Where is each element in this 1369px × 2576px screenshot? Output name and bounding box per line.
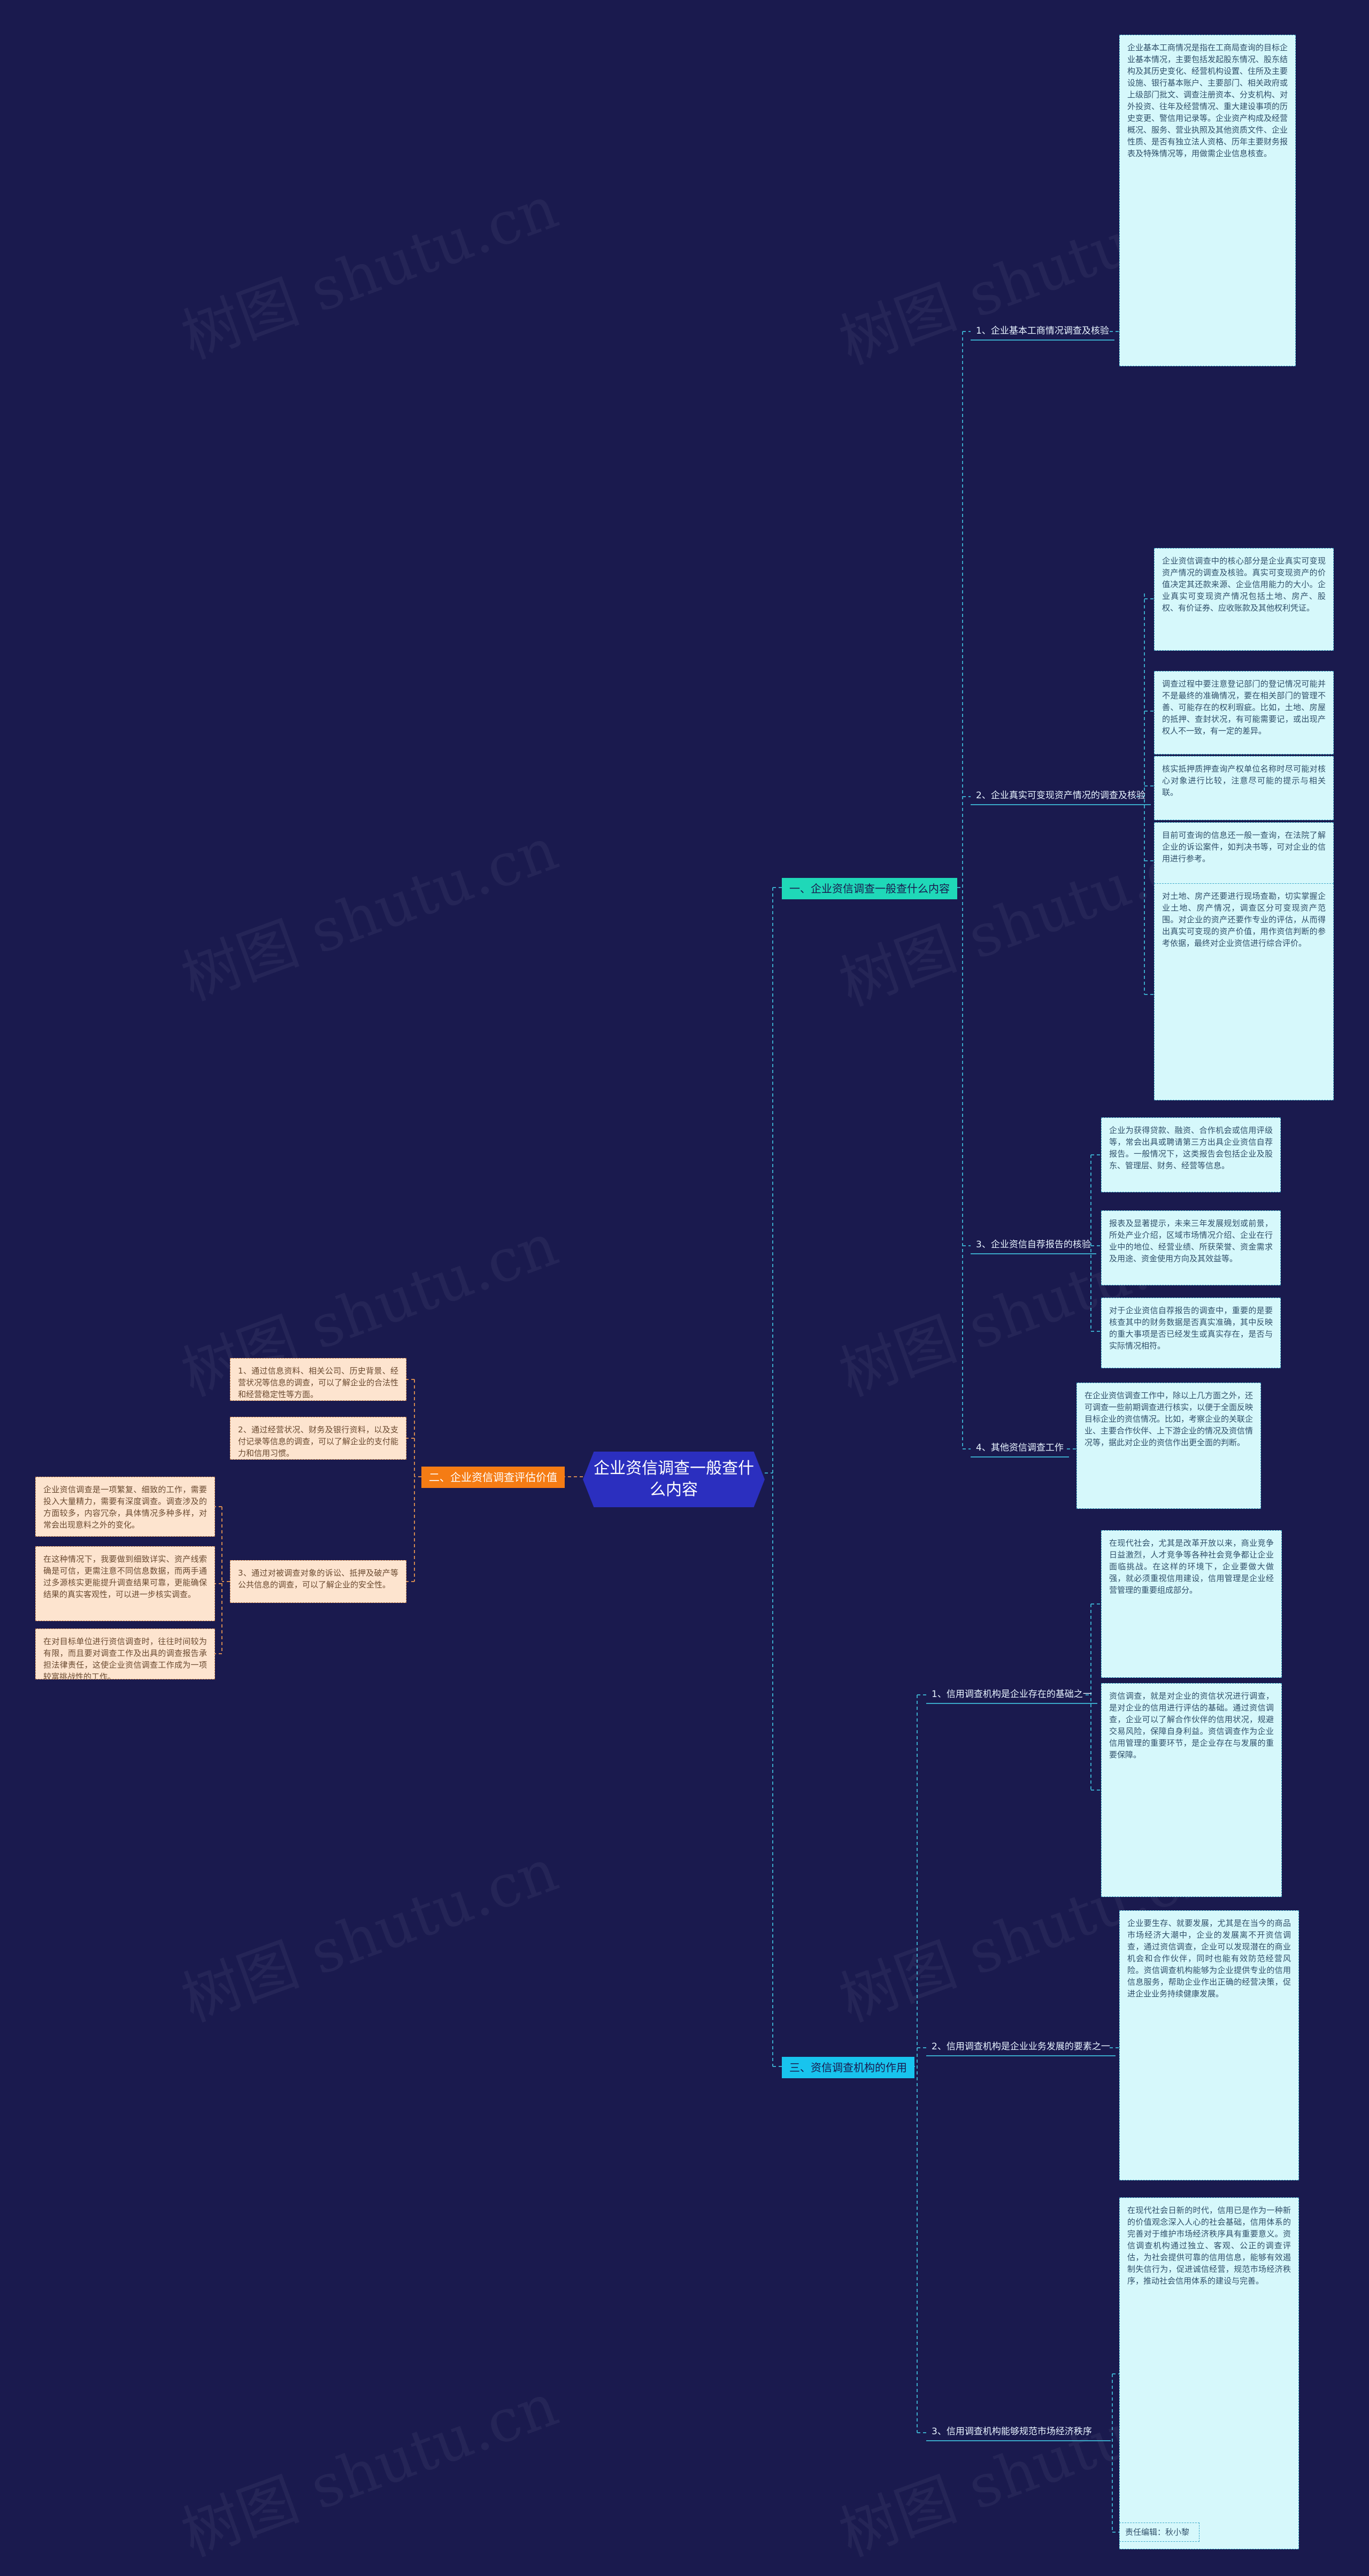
leaf-value-3: 3、通过对被调查对象的诉讼、抵押及破产等公共信息的调查，可以了解企业的安全性。 [230,1560,406,1603]
root-topic[interactable]: 企业资信调查一般查什么内容 [583,1452,765,1507]
subtopic-real-assets[interactable]: 2、企业真实可变现资产情况的调查及核验 [971,787,1151,805]
leaf-credit-basis-2: 资信调查，就是对企业的资信状况进行调查，是对企业的信用进行评估的基础。通过资信调… [1101,1683,1282,1897]
subtopic-other-work[interactable]: 4、其他资信调查工作 [971,1439,1069,1457]
leaf-value-left-2: 在这种情况下，我要做到细致详实、资产线索确是可信，更需注意不同信息数据，而两手通… [35,1546,215,1621]
leaf-real-assets-5: 对土地、房产还要进行现场查勘，切实掌握企业土地、房产情况，调查区分可变现资产范围… [1154,883,1334,1100]
subtopic-credit-basis[interactable]: 1、信用调查机构是企业存在的基础之一 [926,1686,1097,1704]
leaf-business-growth-1: 企业要生存、就要发展，尤其是在当今的商品市场经济大潮中，企业的发展离不开资信调查… [1119,1910,1299,2180]
branch-topic-content[interactable]: 一、企业资信调查一般查什么内容 [782,878,957,899]
leaf-value-left-1: 企业资信调查是一项繁复、细致的工作，需要投入大量精力，需要有深度调查。调查涉及的… [35,1477,215,1537]
editor-credit: 责任编辑：秋小黎 [1119,2523,1199,2542]
leaf-value-1: 1、通过信息资料、相关公司、历史背景、经营状况等信息的调查，可以了解企业的合法性… [230,1358,406,1401]
leaf-self-report-1: 企业为获得贷款、融资、合作机会或信用评级等，常会出具或聘请第三方出具企业资信自荐… [1101,1117,1281,1192]
leaf-real-assets-2: 调查过程中要注意登记部门的登记情况可能并不是最终的准确情况，要在相关部门的管理不… [1154,671,1334,754]
subtopic-self-report[interactable]: 3、企业资信自荐报告的核验 [971,1236,1096,1254]
subtopic-basic-info[interactable]: 1、企业基本工商情况调查及核验 [971,322,1114,341]
leaf-other-work-1: 在企业资信调查工作中，除以上几方面之外，还可调查一些前期调查进行核实，以便于全面… [1076,1383,1261,1509]
subtopic-business-growth[interactable]: 2、信用调查机构是企业业务发展的要素之一 [926,2038,1116,2056]
branch-topic-value[interactable]: 二、企业资信调查评估价值 [421,1467,565,1488]
branch-topic-agency[interactable]: 三、资信调查机构的作用 [782,2057,914,2078]
leaf-self-report-3: 对于企业资信自荐报告的调查中，重要的是要核查其中的财务数据是否真实准确，其中反映… [1101,1298,1281,1368]
leaf-market-order-1: 在现代社会日新的时代，信用已是作为一种新的价值观念深入人心的社会基础，信用体系的… [1119,2197,1299,2549]
leaf-value-left-3: 在对目标单位进行资信调查时，往往时间较为有限，而且要对调查工作及出具的调查报告承… [35,1629,215,1679]
leaf-real-assets-3: 核实抵押质押查询产权单位名称时尽可能对核心对象进行比较，注意尽可能的提示与相关联… [1154,756,1334,820]
leaf-self-report-2: 报表及显著提示，未来三年发展规划或前景，所处产业介绍，区域市场情况介绍、企业在行… [1101,1210,1281,1285]
leaf-credit-basis-1: 在现代社会，尤其是改革开放以来，商业竞争日益激烈，人才竞争等各种社会竞争都让企业… [1101,1530,1282,1678]
leaf-real-assets-1: 企业资信调查中的核心部分是企业真实可变现资产情况的调查及核验。真实可变现资产的价… [1154,548,1334,651]
subtopic-market-order[interactable]: 3、信用调查机构能够规范市场经济秩序 [926,2423,1111,2441]
leaf-basic-info-1: 企业基本工商情况是指在工商局查询的目标企业基本情况，主要包括发起股东情况、股东结… [1119,35,1296,366]
leaf-value-2: 2、通过经营状况、财务及银行资料，以及支付记录等信息的调查，可以了解企业的支付能… [230,1417,406,1460]
